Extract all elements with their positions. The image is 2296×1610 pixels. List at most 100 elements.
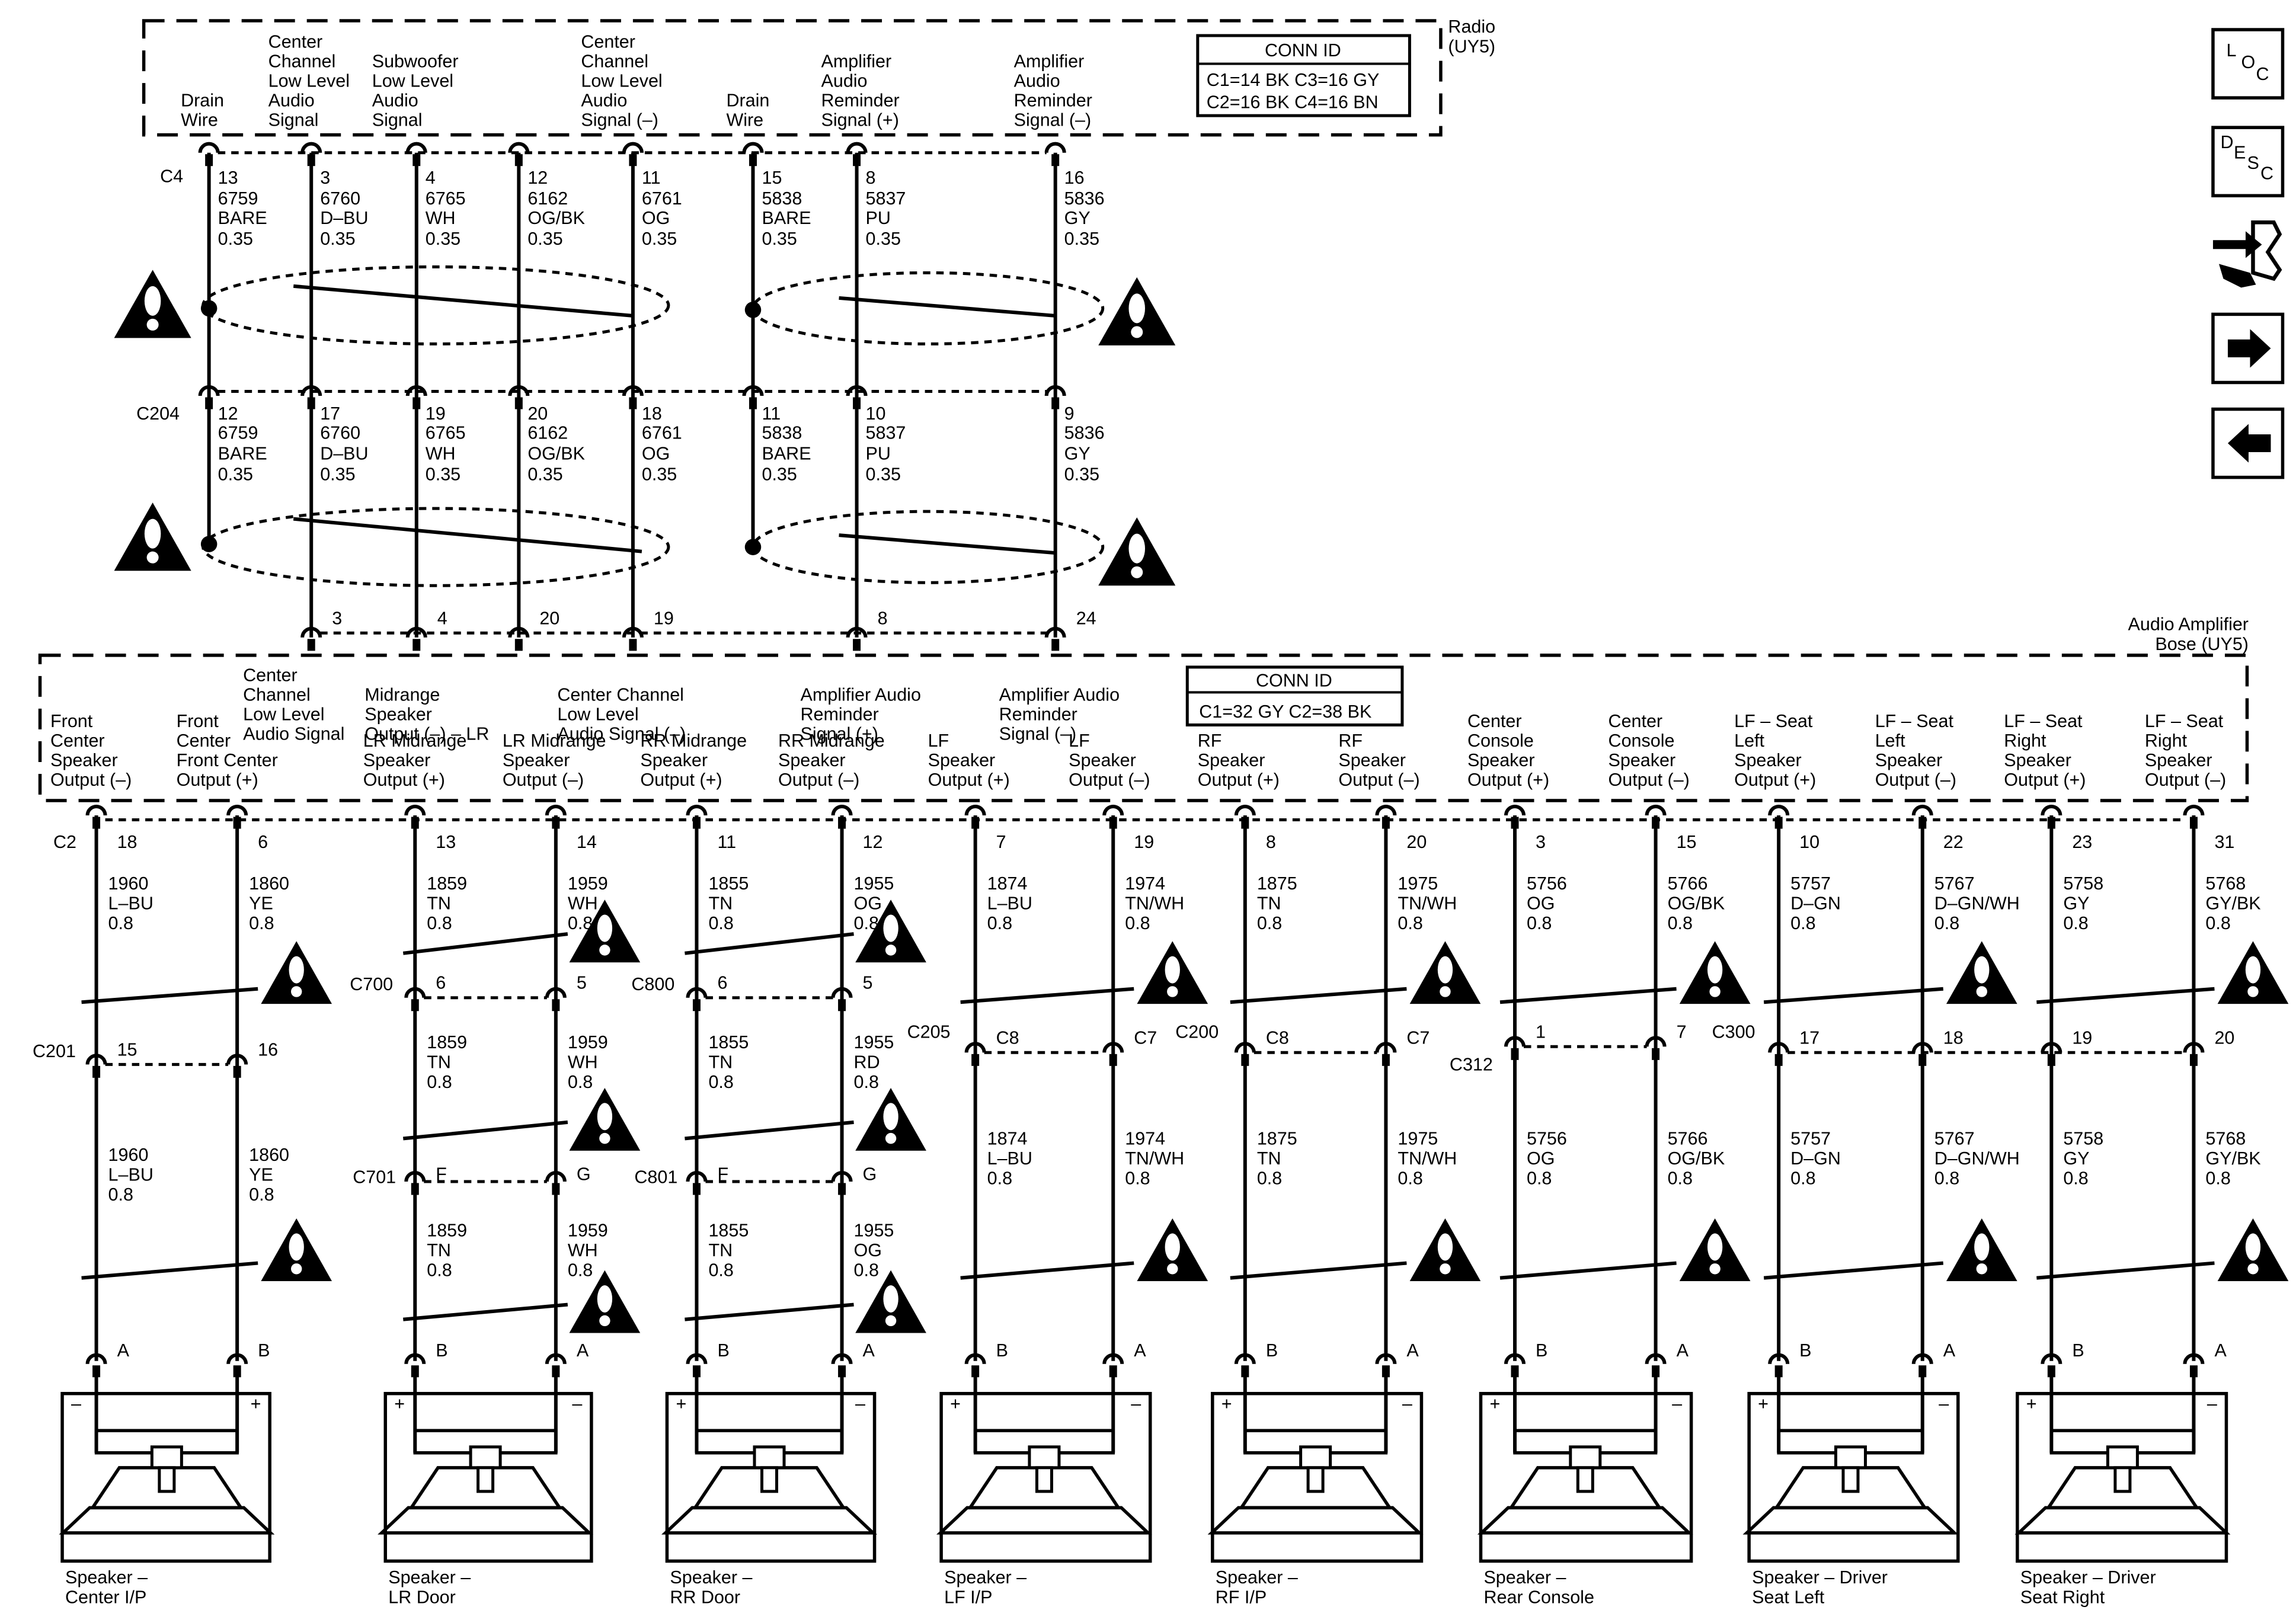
terminal-arc bbox=[1234, 1042, 1256, 1053]
c801-label: C801 bbox=[634, 1167, 677, 1187]
polarity-sign: – bbox=[1672, 1394, 1682, 1414]
terminal-pin bbox=[1109, 1054, 1117, 1066]
terminal-arc bbox=[1911, 805, 1933, 816]
c4-pin-number: 15 bbox=[762, 168, 782, 188]
speaker-magnet bbox=[973, 1429, 1115, 1455]
terminal-pin bbox=[838, 1365, 846, 1378]
speaker-terminal bbox=[2183, 1353, 2205, 1378]
speaker-coil bbox=[1035, 1466, 1053, 1493]
speaker-pin-letter: B bbox=[1536, 1340, 1547, 1361]
c2-pin-number: 12 bbox=[863, 832, 883, 852]
amplifier-pin-number: 4 bbox=[437, 608, 447, 628]
loc-icon[interactable]: LOC bbox=[2211, 28, 2285, 100]
wire-gauge: 0.35 bbox=[1064, 229, 1099, 249]
c2-pin-number: 6 bbox=[258, 832, 268, 852]
caution-dot bbox=[1976, 1263, 1987, 1275]
speaker-terminal bbox=[1375, 1353, 1397, 1378]
c204-terminal bbox=[742, 385, 764, 409]
speaker-pin-letter: B bbox=[717, 1340, 729, 1361]
caution-dot bbox=[1131, 326, 1143, 338]
arrow-right-icon[interactable] bbox=[2211, 312, 2285, 385]
terminal-arc bbox=[1044, 385, 1066, 396]
terminal-pin bbox=[1051, 639, 1060, 651]
arrow-left-icon[interactable] bbox=[2211, 407, 2285, 479]
c2-terminal bbox=[1102, 805, 1124, 829]
terminal-arc bbox=[2183, 1042, 2205, 1053]
speaker-terminal bbox=[226, 1353, 248, 1378]
terminal-arc bbox=[1044, 626, 1066, 638]
twisted-pair-crossover bbox=[1499, 987, 1677, 1004]
terminal-pin bbox=[514, 154, 523, 167]
c2-pin-number: 7 bbox=[996, 832, 1006, 852]
twisted-pair-crossover bbox=[685, 1302, 854, 1321]
speaker-symbol bbox=[1477, 1375, 1693, 1563]
speaker-box bbox=[939, 1391, 1152, 1563]
caution-dot bbox=[885, 1315, 897, 1327]
amplifier-terminal bbox=[622, 626, 644, 651]
amplifier-terminal bbox=[405, 626, 427, 651]
connector-tool-icon[interactable] bbox=[2212, 220, 2282, 288]
c2-label: C2 bbox=[53, 832, 76, 852]
twisted-pair-crossover bbox=[81, 1261, 258, 1280]
wire-gauge: 0.35 bbox=[320, 229, 355, 249]
terminal-arc bbox=[1234, 805, 1256, 816]
inline-pin-number: 19 bbox=[2072, 1028, 2092, 1048]
twisted-pair-crossover bbox=[2036, 1261, 2215, 1280]
terminal-arc bbox=[198, 385, 220, 396]
arrow-left-glyph bbox=[2227, 424, 2271, 463]
c2-terminal bbox=[1911, 805, 1933, 829]
wire-color: D–BU bbox=[320, 208, 368, 228]
inline-connector-terminal bbox=[831, 1171, 853, 1195]
circuit-number: 5836 bbox=[1064, 188, 1105, 209]
inline-connector-terminal bbox=[1645, 1036, 1667, 1060]
terminal-arc bbox=[545, 1353, 567, 1364]
c2-terminal bbox=[1234, 805, 1256, 829]
c2-terminal bbox=[1504, 805, 1526, 829]
caution-icon bbox=[1946, 1218, 2017, 1281]
terminal-pin bbox=[1511, 1048, 1519, 1060]
speaker-terminal bbox=[1504, 1353, 1526, 1378]
radio-conn-id-box bbox=[1196, 34, 1411, 117]
twisted-pair-crossover bbox=[1499, 1261, 1677, 1280]
terminal-arc bbox=[508, 142, 530, 153]
c4-pin-number: 3 bbox=[320, 168, 330, 188]
terminal-pin bbox=[2189, 1054, 2198, 1066]
caution-dot bbox=[290, 986, 302, 997]
caution-dot bbox=[1167, 986, 1178, 997]
caution-mark bbox=[883, 914, 898, 942]
terminal-arc bbox=[1102, 805, 1124, 816]
inline-pin-number: F bbox=[436, 1164, 447, 1184]
circuit-number: 6765 bbox=[426, 188, 466, 209]
terminal-pin bbox=[307, 639, 315, 651]
speaker-pin-letter: B bbox=[436, 1340, 447, 1361]
terminal-arc bbox=[2041, 1353, 2062, 1364]
speaker-rim bbox=[2014, 1506, 2231, 1535]
circuit-number: 5836 bbox=[1064, 423, 1105, 443]
speaker-box bbox=[60, 1391, 271, 1563]
radio-name: Radio(UY5) bbox=[1448, 17, 1495, 57]
twisted-pair-crossover bbox=[1230, 1261, 1407, 1280]
terminal-pin bbox=[692, 817, 701, 829]
c2-pin-number: 15 bbox=[1677, 832, 1697, 852]
terminal-arc bbox=[405, 142, 427, 153]
inline-pin-number: 15 bbox=[117, 1039, 137, 1060]
polarity-sign: + bbox=[394, 1394, 405, 1414]
terminal-arc bbox=[1102, 1042, 1124, 1053]
inline-connector-terminal bbox=[404, 987, 426, 1012]
terminal-arc bbox=[300, 142, 322, 153]
